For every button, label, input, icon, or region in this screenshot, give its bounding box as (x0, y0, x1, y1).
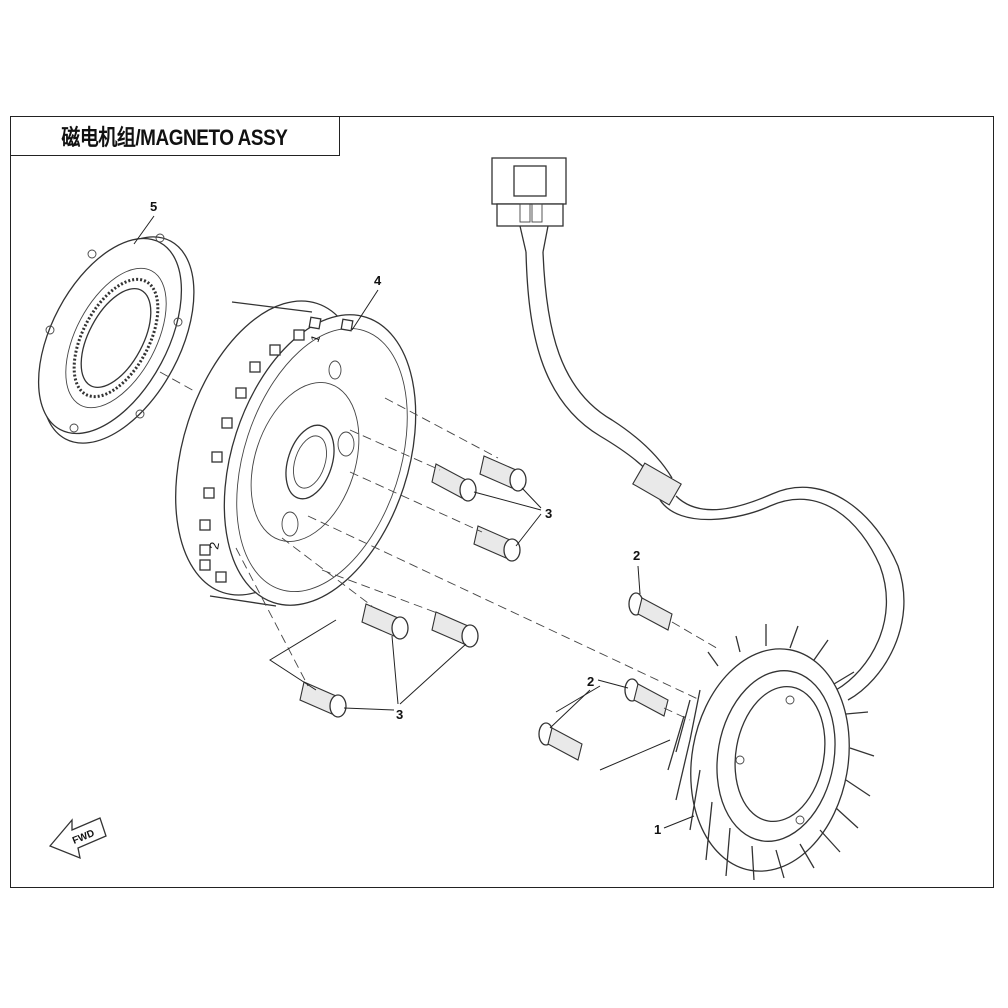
one-way-clutch (37, 233, 195, 444)
callout-2-pair: 2 (549, 674, 629, 729)
fwd-arrow-icon: FWD (48, 817, 107, 860)
flange-bolt (628, 592, 673, 631)
socket-bolt (361, 603, 409, 640)
rotor: 1 2 (175, 300, 417, 607)
socket-bolt (473, 525, 521, 562)
diagram-frame (10, 116, 994, 888)
socket-bolt (431, 611, 479, 648)
flange-bolt (538, 722, 583, 761)
socket-bolt (479, 455, 527, 492)
rotor-mark-2: 2 (206, 541, 222, 551)
title-box: 磁电机组/MAGNETO ASSY (10, 116, 340, 156)
svg-text:3: 3 (396, 707, 403, 722)
callout-4: 4 (351, 273, 382, 331)
socket-bolt (431, 463, 477, 502)
callout-3-upper: 3 (473, 487, 552, 547)
svg-text:1: 1 (654, 822, 661, 837)
callout-brackets (269, 619, 671, 771)
alignment-lines (159, 371, 721, 721)
svg-text:4: 4 (374, 273, 382, 288)
svg-text:2: 2 (587, 674, 594, 689)
rotor-mark-1: 1 (308, 333, 324, 344)
svg-text:3: 3 (545, 506, 552, 521)
stator (667, 624, 875, 881)
socket-bolt (299, 681, 347, 718)
wire-harness (491, 157, 905, 701)
diagram-title: 磁电机组/MAGNETO ASSY (61, 124, 288, 150)
svg-text:2: 2 (633, 548, 640, 563)
callout-2-upper: 2 (633, 548, 641, 595)
callout-3-lower: 3 (343, 635, 467, 722)
callout-1: 1 (654, 815, 695, 837)
flange-bolt (624, 678, 669, 717)
callout-5: 5 (133, 199, 157, 245)
svg-text:5: 5 (150, 199, 157, 214)
